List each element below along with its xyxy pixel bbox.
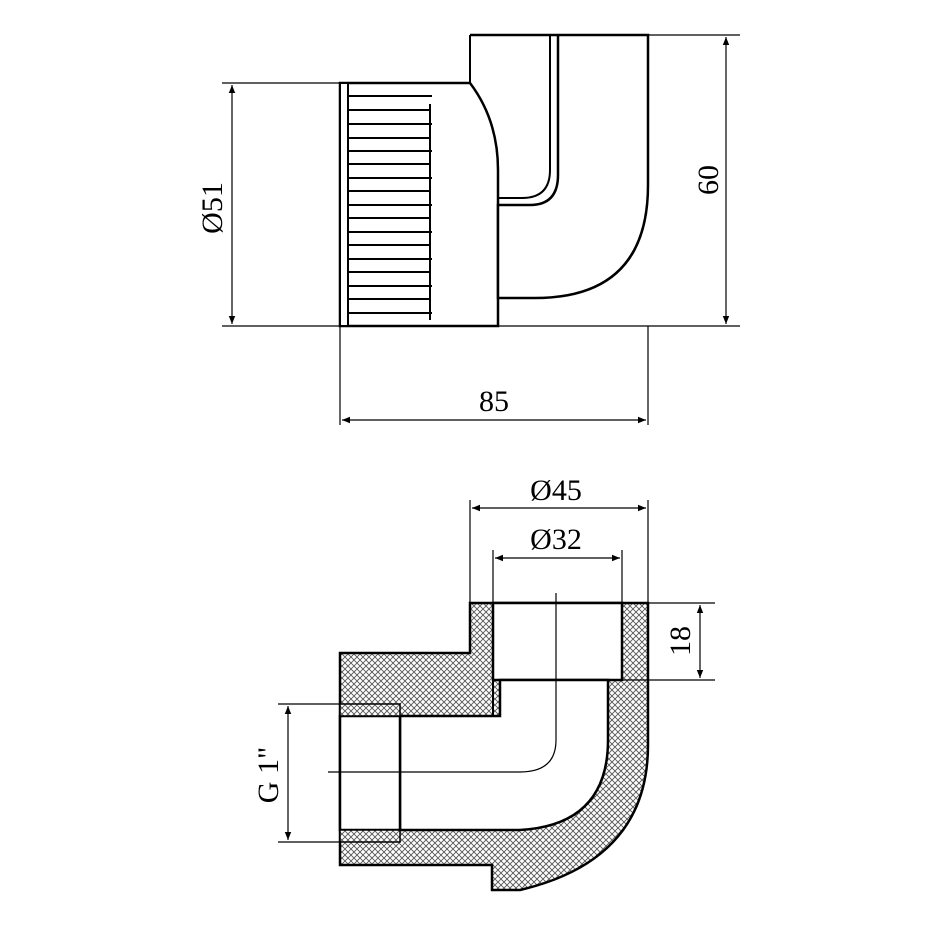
elbow-branch-outline (470, 33, 650, 300)
height-60-label: 60 (692, 165, 725, 195)
channel-inner-step (492, 680, 500, 717)
elbow-elevation-view: Ø51 60 85 (196, 33, 740, 425)
length-85-label: 85 (479, 385, 509, 418)
diameter-51-label: Ø51 (196, 182, 229, 234)
elbow-section-view: Ø45 Ø32 18 G 1" (252, 474, 715, 892)
elbow-inner-line (498, 35, 551, 199)
diameter-45-label: Ø45 (530, 474, 582, 507)
thread-g1-label: G 1" (252, 747, 285, 803)
socket-bore (491, 601, 624, 682)
thread-top (339, 703, 401, 717)
section-extension-lines (278, 500, 715, 843)
extension-lines (222, 34, 740, 425)
centerline (328, 593, 557, 773)
threaded-bore (338, 714, 402, 832)
thread-bottom (339, 829, 401, 843)
grip-ribs (339, 82, 432, 327)
depth-18-label: 18 (664, 626, 697, 656)
diameter-32-label: Ø32 (530, 523, 582, 556)
